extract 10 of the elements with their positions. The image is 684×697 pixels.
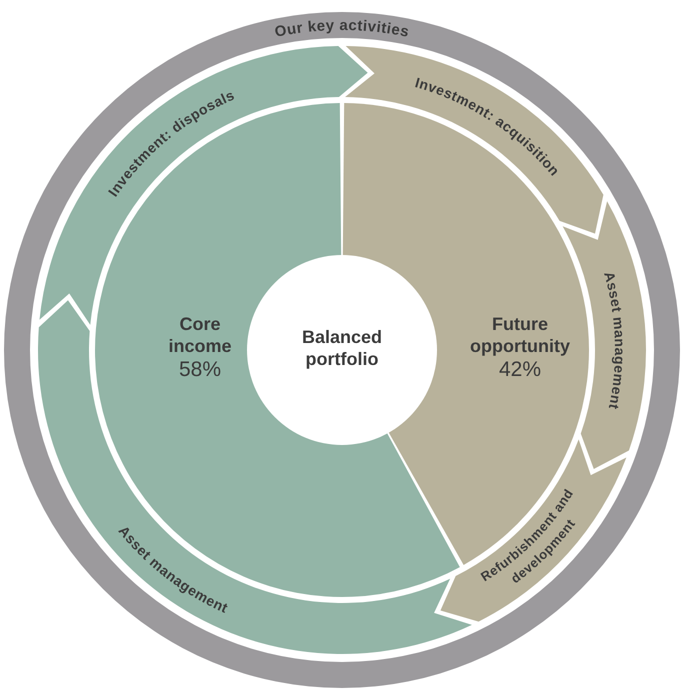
percentage-label: 42%: [498, 358, 542, 381]
activity-ring: [4, 12, 680, 688]
center-label: Balanced portfolio: [302, 327, 382, 369]
arrow-segment: [345, 46, 604, 234]
ring-title: Our key activities: [273, 16, 411, 41]
percentage-label: 58%: [178, 358, 222, 381]
arrow-segment: [38, 300, 472, 654]
segment-label: Core income: [168, 314, 232, 356]
segment-label: Future opportunity: [470, 314, 570, 356]
center-circle: [247, 255, 437, 445]
